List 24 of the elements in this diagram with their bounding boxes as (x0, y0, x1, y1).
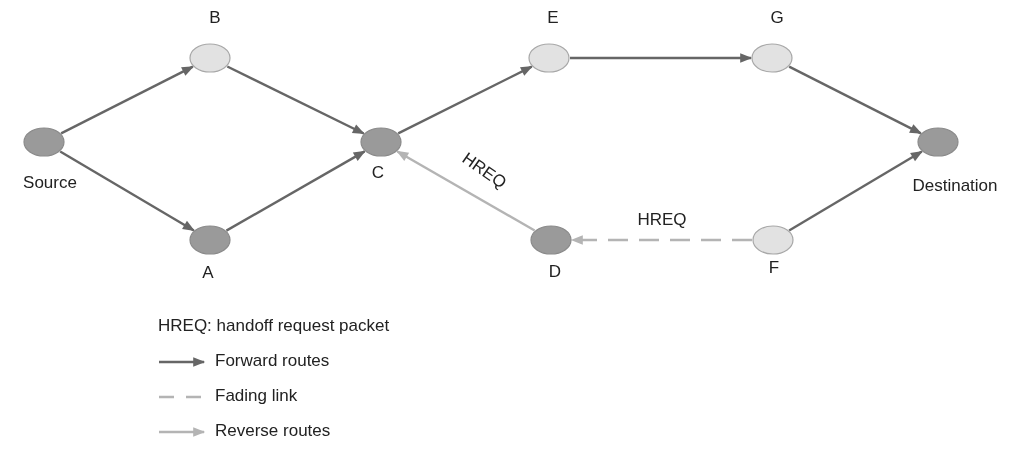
node-label: F (768, 258, 780, 278)
legend-label: Fading link (215, 386, 298, 406)
dashed-arrow (570, 235, 752, 245)
arrow (788, 150, 923, 232)
arrow (570, 53, 753, 63)
node-label: C (371, 163, 385, 183)
node-label: A (202, 263, 214, 283)
arrow (59, 150, 195, 232)
node-label: B (209, 8, 221, 28)
arrow (225, 150, 366, 232)
node-label: Source (23, 173, 77, 193)
legend-label: Forward routes (215, 351, 330, 371)
arrow (396, 150, 536, 232)
arrow (60, 65, 194, 135)
node-label: G (770, 8, 784, 28)
arrow (397, 65, 533, 135)
edge-label: HREQ (635, 210, 689, 230)
node-label: E (547, 8, 559, 28)
node-label: D (548, 262, 562, 282)
arrow (226, 65, 365, 135)
arrow (788, 65, 922, 135)
node-label: Destination (912, 176, 998, 196)
legend-label: Reverse routes (215, 421, 331, 441)
legend-note: HREQ: handoff request packet (158, 316, 390, 336)
